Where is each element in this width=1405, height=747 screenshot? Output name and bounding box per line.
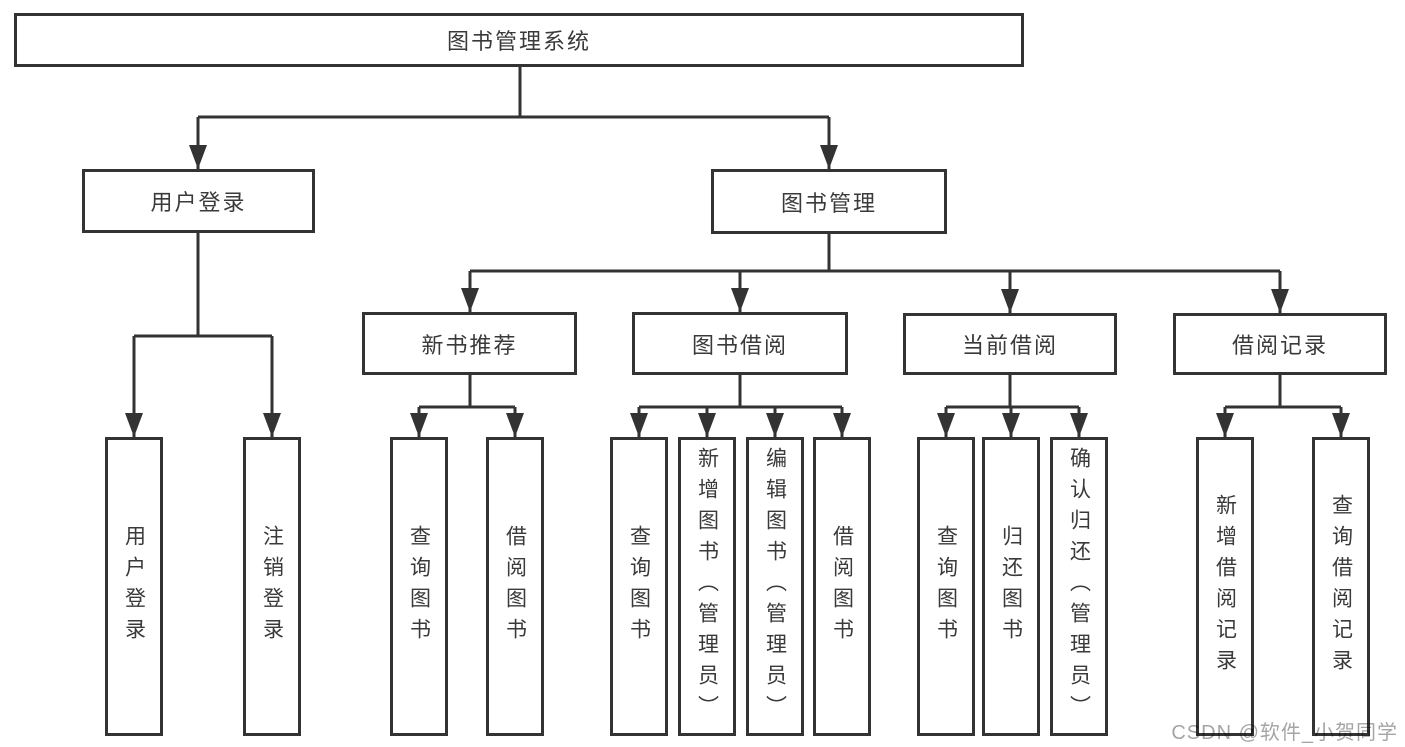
node-label: 确认归还（管理员） — [1067, 447, 1091, 726]
node-label: 查询图书 — [627, 524, 651, 649]
node-bb-query-books: 查询图书 — [610, 437, 668, 736]
node-nb-query-books: 查询图书 — [390, 437, 448, 736]
node-label: 当前借阅 — [961, 333, 1058, 358]
node-user-login: 用户登录 — [82, 169, 315, 233]
node-label: 图书管理系统 — [446, 29, 591, 54]
node-bb-edit-books-admin: 编辑图书（管理员） — [746, 437, 804, 736]
node-label: 归还图书 — [999, 524, 1023, 649]
node-label: 用户登录 — [150, 190, 247, 215]
node-new-book-recommendation: 新书推荐 — [362, 312, 577, 375]
connector-current-borrow-trunk — [946, 375, 1079, 409]
connector-book-borrow-trunk — [639, 375, 842, 409]
node-borrowing-records: 借阅记录 — [1173, 313, 1387, 375]
connector-user-login-trunk — [134, 233, 272, 338]
node-br-query-record: 查询借阅记录 — [1312, 437, 1370, 736]
node-cb-query-books: 查询图书 — [917, 437, 975, 736]
node-logout-action: 注销登录 — [243, 437, 301, 736]
node-label: 借阅图书 — [830, 524, 854, 649]
node-current-borrowing: 当前借阅 — [903, 313, 1117, 375]
node-br-add-record: 新增借阅记录 — [1196, 437, 1254, 736]
node-label: 图书管理 — [780, 190, 877, 216]
node-library-system: 图书管理系统 — [14, 13, 1024, 67]
node-label: 新书推荐 — [421, 332, 518, 358]
node-label: 查询图书 — [934, 524, 958, 649]
node-label: 注销登录 — [260, 524, 284, 649]
connector-new-book-trunk — [419, 375, 515, 409]
connector-root-trunk — [198, 67, 829, 119]
node-book-borrowing: 图书借阅 — [632, 312, 848, 375]
node-label: 新增图书（管理员） — [695, 447, 719, 726]
node-bb-borrow-books: 借阅图书 — [813, 437, 871, 736]
node-cb-return-books: 归还图书 — [982, 437, 1040, 736]
node-book-management: 图书管理 — [711, 169, 947, 234]
node-nb-borrow-books: 借阅图书 — [486, 437, 544, 736]
node-label: 查询借阅记录 — [1329, 493, 1353, 680]
node-label: 编辑图书（管理员） — [763, 447, 787, 726]
connector-borrow-records-trunk — [1225, 375, 1341, 409]
node-label: 查询图书 — [407, 524, 431, 649]
node-label: 借阅图书 — [503, 524, 527, 649]
node-user-login-action: 用户登录 — [105, 437, 163, 736]
node-bb-add-books-admin: 新增图书（管理员） — [678, 437, 736, 736]
connector-book-mgmt-trunk — [470, 234, 1280, 273]
node-label: 借阅记录 — [1231, 333, 1328, 358]
csdn-watermark: CSDN @软件_小贺同学 — [1171, 722, 1398, 744]
node-cb-confirm-return-admin: 确认归还（管理员） — [1050, 437, 1108, 736]
node-label: 新增借阅记录 — [1213, 493, 1237, 680]
node-label: 图书借阅 — [691, 332, 788, 358]
node-label: 用户登录 — [122, 524, 146, 649]
